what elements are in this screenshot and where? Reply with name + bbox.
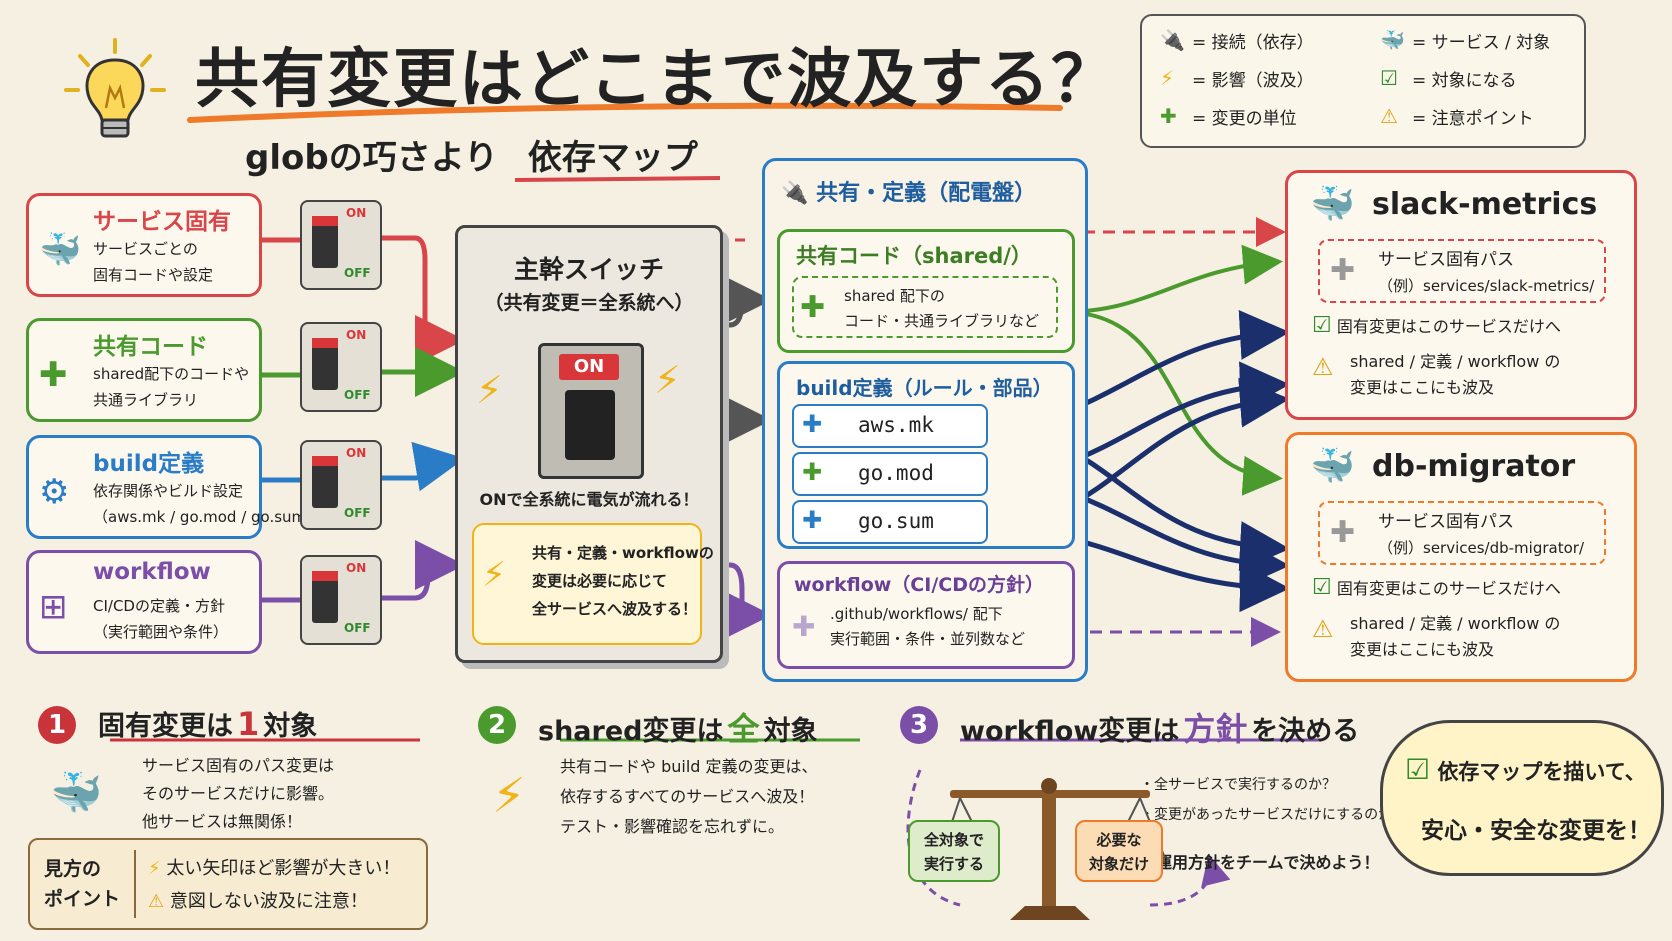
main-switch-title: 主幹スイッチ [513, 255, 664, 284]
whale-icon: 🐳 [1310, 446, 1355, 487]
shared-code-title: 共有コード（shared/） [796, 244, 1032, 268]
scale-left-pan: 全対象で 実行する [908, 820, 1000, 882]
warning-icon: ⚠ [1312, 615, 1334, 643]
step-number-badge: 3 [900, 706, 938, 744]
build-item[interactable]: ✚ go.sum [792, 500, 988, 544]
lightning-icon: ⚡ [476, 368, 503, 412]
subtitle-underline [514, 176, 721, 182]
puzzle-icon: ✚ [39, 355, 68, 395]
subtitle-emphasis: 依存マップ [527, 138, 698, 178]
arrow-blue-main [378, 441, 465, 492]
puzzle-icon: ✚ [802, 410, 823, 438]
arrow-purple-main [378, 540, 465, 601]
shared-panel-title: 共有・定義（配電盤） [816, 181, 1037, 206]
category-card: ⚙ build定義 依存関係やビルド設定 （aws.mk / go.mod / … [26, 435, 321, 539]
category-card: ⊞ workflow CI/CDの定義・方針 （実行範囲や条件） [26, 550, 262, 654]
subtitle-pre: globの巧さより [245, 138, 499, 178]
title-underline [187, 102, 1063, 123]
arrow-red-main [378, 235, 465, 365]
warning-icon: ⚠ [1312, 353, 1334, 381]
flowchart-icon: ⊞ [39, 587, 68, 627]
shared-code-box[interactable]: 共有コード（shared/） ✚ shared 配下の コード・共通ライブラリな… [777, 229, 1075, 353]
lightning-icon: ⚡ [148, 858, 161, 879]
scale-loop [906, 769, 1211, 907]
whale-icon: 🐳 [50, 768, 103, 817]
category-card: 🐳 サービス固有 サービスごとの 固有コードや設定 [26, 193, 262, 297]
arrow-main-shared [715, 275, 772, 328]
subtitle: globの巧さより 依存マップ [245, 130, 698, 179]
page-title: 共有変更はどこまで波及する？ [195, 43, 1118, 117]
legend-item: ⚠= 注意ポイント [1380, 104, 1534, 129]
puzzle-icon: ✚ [802, 458, 823, 486]
gear-icon: ⚙ [39, 472, 70, 512]
legend-item: ✚= 変更の単位 [1160, 104, 1297, 129]
service-card[interactable]: 🐳 slack-metrics ✚ サービス固有パス （例）services/s… [1285, 170, 1637, 420]
category-card: ✚ 共有コード shared配下のコードや 共通ライブラリ [26, 318, 262, 422]
arrow-shared-slack [1062, 244, 1283, 314]
service-card[interactable]: 🐳 db-migrator ✚ サービス固有パス （例）services/db-… [1285, 432, 1637, 682]
breaker-switch[interactable]: ON OFF [300, 200, 382, 290]
plug-icon: 🔌 [781, 181, 809, 206]
lightning-icon: ⚡ [654, 358, 681, 402]
shared-panel: 🔌 共有・定義（配電盤） 共有コード（shared/） ✚ shared 配下の… [762, 158, 1088, 682]
puzzle-icon: ✚ [800, 290, 826, 325]
point-body: ・全サービスで実行するのか？・変更があったサービスだけにするのか？運用方針をチー… [1140, 777, 1407, 872]
whale-icon: 🐳 [39, 230, 82, 270]
point-body: 共有コードや build 定義の変更は、依存するすべてのサービスへ波及！テスト・… [560, 757, 818, 836]
lightning-icon: ⚡ [492, 768, 526, 824]
main-switch-panel: 主幹スイッチ （共有変更＝全系統へ） ON ⚡ ⚡ ONで全系統に電気が流れる！… [455, 225, 723, 663]
main-switch-caption: ONで全系統に電気が流れる！ [479, 490, 699, 509]
step-number-badge: 1 [38, 706, 76, 744]
conclusion-bubble: ☑ 依存マップを描いて、 安心・安全な変更を！ [1380, 720, 1664, 876]
puzzle-icon: ✚ [802, 506, 823, 534]
puzzle-icon: ✚ [1330, 253, 1356, 288]
legend-item: ☑= 対象になる [1380, 66, 1517, 91]
point-body: サービス固有のパス変更はそのサービスだけに影響。他サービスは無関係！ [142, 756, 335, 831]
main-switch-subtitle: （共有変更＝全系統へ） [484, 292, 694, 314]
checkbox-icon: ☑ [1405, 753, 1431, 786]
breaker-switch[interactable]: ON OFF [300, 322, 382, 412]
puzzle-icon: ✚ [792, 610, 816, 643]
scale-right-pan: 必要な 対象だけ [1075, 820, 1163, 882]
checkbox-icon: ☑ [1312, 575, 1332, 600]
workflow-title: workflow（CI/CDの方針） [794, 574, 1044, 596]
warning-icon: ⚠ [148, 891, 165, 912]
build-box: build定義（ルール・部品） ✚ aws.mk✚ go.mod✚ go.sum [777, 361, 1075, 549]
lightbulb-icon [60, 38, 170, 148]
legend-item: 🔌= 接続（依存） [1160, 28, 1314, 53]
main-switch-note: ⚡ 共有・定義・workflowの 変更は必要に応じて 全サービスへ波及する！ [472, 523, 714, 645]
puzzle-icon: ✚ [1160, 104, 1177, 128]
checkbox-icon: ☑ [1312, 313, 1332, 338]
step-number-badge: 2 [478, 706, 516, 744]
plug-icon: 🔌 [1160, 28, 1185, 52]
main-switch-lever[interactable]: ON [538, 343, 644, 479]
arrow-main-workflow [715, 562, 772, 640]
lightning-icon: ⚡ [482, 555, 506, 595]
viewpoint-box: 見方の ポイント ⚡ 太い矢印ほど影響が大きい！ ⚠ 意図しない波及に注意！ [28, 838, 428, 930]
workflow-box[interactable]: workflow（CI/CDの方針） ✚ .github/workflows/ … [777, 561, 1075, 669]
build-item[interactable]: ✚ go.mod [792, 452, 988, 496]
checkbox-icon: ☑ [1380, 66, 1398, 90]
legend: 🔌= 接続（依存） 🐳= サービス / 対象 ⚡= 影響（波及） ☑= 対象になる ✚=… [1140, 14, 1586, 148]
point-title: shared変更は全対象 [538, 710, 818, 748]
balance-scale-icon: 全対象で 実行する 必要な 対象だけ [908, 770, 1170, 930]
build-title: build定義（ルール・部品） [796, 376, 1053, 400]
whale-icon: 🐳 [1380, 28, 1405, 52]
arrow-shared-db [1062, 310, 1283, 496]
puzzle-icon: ✚ [1330, 515, 1356, 550]
lightning-icon: ⚡ [1160, 66, 1175, 90]
breaker-switch[interactable]: ON OFF [300, 555, 382, 645]
whale-icon: 🐳 [1310, 184, 1355, 225]
breaker-switch[interactable]: ON OFF [300, 440, 382, 530]
build-item[interactable]: ✚ aws.mk [792, 404, 988, 448]
legend-item: ⚡= 影響（波及） [1160, 66, 1314, 91]
warning-icon: ⚠ [1380, 104, 1398, 128]
legend-item: 🐳= サービス / 対象 [1380, 28, 1551, 53]
point-title: workflow変更は方針を決める [960, 710, 1360, 748]
